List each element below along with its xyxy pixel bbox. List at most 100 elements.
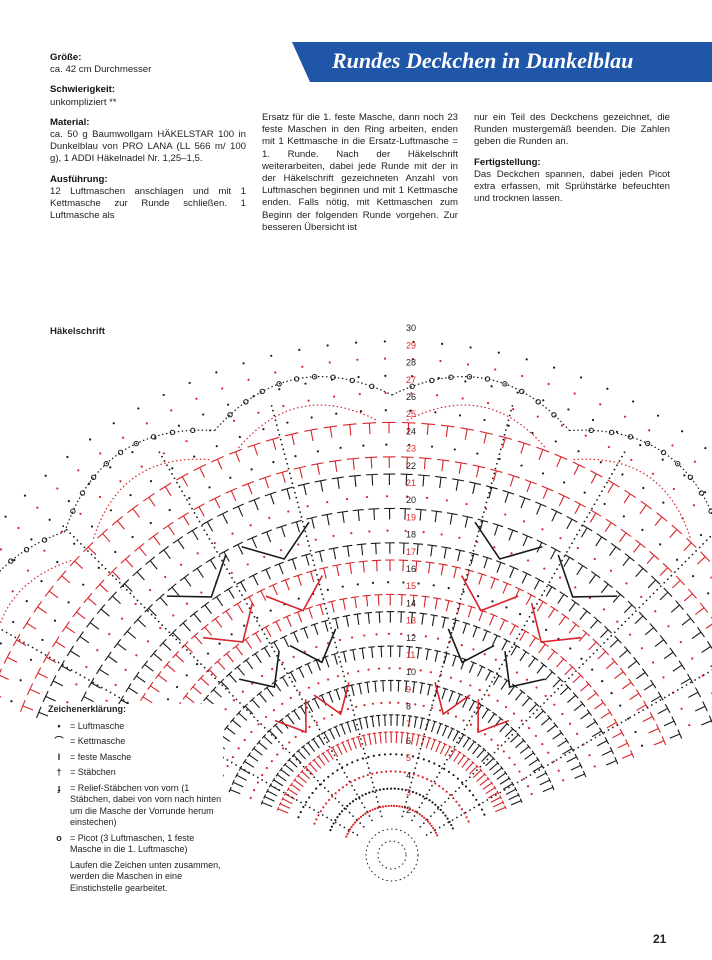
- stitch-mark: [385, 715, 386, 726]
- stitch-mark: [545, 672, 552, 680]
- stitch-mark: [127, 505, 138, 513]
- spoke-dot: [49, 657, 51, 659]
- stitch-mark: [140, 693, 145, 701]
- spoke-dot: [240, 767, 242, 769]
- spoke-dot: [276, 424, 278, 426]
- chain-dot: [688, 724, 690, 726]
- stitch-mark: [421, 736, 424, 747]
- chain-dot: [462, 719, 464, 721]
- chain-dot: [470, 724, 472, 726]
- spoke-dot: [316, 574, 318, 576]
- spoke-dot: [300, 802, 302, 804]
- stitch-mark: [422, 596, 430, 597]
- stitch-mark: [412, 682, 417, 683]
- stitch-mark: [336, 744, 339, 746]
- chain-dot: [352, 824, 354, 826]
- spoke-dot: [426, 793, 428, 795]
- spoke-dot: [286, 672, 288, 674]
- chain-dot: [294, 455, 296, 457]
- stitch-mark: [477, 774, 485, 781]
- stitch-mark: [431, 740, 435, 750]
- spoke-dot: [282, 448, 284, 450]
- stitch-mark: [45, 586, 53, 597]
- spoke-dot: [114, 694, 116, 696]
- chain-dot: [484, 733, 486, 735]
- stitch-mark: [488, 714, 494, 723]
- chain-dot: [304, 383, 306, 385]
- double-crochet-icon: †: [52, 767, 66, 779]
- chain-dot: [464, 380, 466, 382]
- spoke-dot: [497, 458, 499, 460]
- spoke-dot: [425, 729, 427, 731]
- round-number-label: 12: [406, 633, 416, 643]
- chain-dot: [662, 501, 664, 503]
- spoke-dot: [437, 808, 439, 810]
- stitch-mark: [430, 615, 438, 616]
- stitch-mark: [299, 668, 304, 678]
- chain-dot: [401, 788, 403, 790]
- stitch-mark: [676, 601, 684, 610]
- chain-dot: [472, 648, 474, 650]
- spoke-dot: [337, 651, 339, 653]
- chain-dot: [297, 816, 299, 818]
- spoke-dot: [595, 737, 597, 739]
- stitch-mark: [526, 595, 531, 605]
- stitch-mark: [313, 739, 319, 748]
- stitch-mark: [332, 601, 335, 612]
- stitch-mark: [282, 472, 285, 483]
- spoke-dot: [298, 506, 300, 508]
- chain-dot: [446, 818, 448, 820]
- spoke-dot: [281, 444, 283, 446]
- chain-dot: [26, 600, 28, 602]
- spoke-dot: [354, 714, 356, 716]
- chain-dot: [189, 382, 191, 384]
- stitch-mark: [582, 525, 592, 531]
- chain-dot: [232, 756, 234, 758]
- legend: Zeichenerklärung: • = Luftmasche ⌒ = Ket…: [48, 704, 223, 894]
- scallop-arc: [65, 430, 215, 531]
- chain-dot: [372, 703, 374, 705]
- chain-dot: [384, 375, 386, 377]
- spoke-dot: [471, 555, 473, 557]
- stitch-mark: [351, 597, 359, 598]
- stitch-mark: [510, 568, 514, 578]
- stitch-mark: [670, 530, 677, 538]
- stitch-mark: [236, 580, 245, 585]
- spoke-dot: [442, 666, 444, 668]
- stitch-mark: [355, 476, 356, 487]
- spoke-dot: [487, 759, 489, 761]
- spoke-dot: [436, 776, 438, 778]
- chain-dot: [388, 633, 390, 635]
- stitch-mark: [27, 684, 32, 695]
- stitch-mark: [468, 607, 471, 617]
- spoke-dot: [330, 819, 332, 821]
- chain-dot: [475, 799, 477, 801]
- spoke-dot: [171, 473, 173, 475]
- stitch-mark: [357, 718, 361, 719]
- chain-dot: [659, 543, 661, 545]
- spoke-dot: [352, 709, 354, 711]
- spoke-dot: [331, 794, 333, 796]
- round-number-label: 2: [406, 805, 411, 815]
- spoke-dot: [241, 594, 243, 596]
- spoke-dot: [556, 568, 558, 570]
- stitch-mark: [298, 751, 305, 759]
- chain-dot: [372, 582, 374, 584]
- chain-dot: [113, 422, 115, 424]
- stitch-mark: [259, 742, 267, 749]
- spoke-dot: [464, 729, 466, 731]
- page-title: Rundes Deckchen in Dunkelblau: [332, 48, 633, 74]
- spoke-dot: [557, 688, 559, 690]
- spoke-dot: [478, 531, 480, 533]
- stitch-mark: [523, 650, 529, 654]
- stitch-mark: [292, 709, 297, 712]
- spoke-dot: [204, 667, 206, 669]
- stitch-mark: [431, 511, 442, 512]
- chain-dot: [616, 431, 618, 433]
- spoke-dot: [427, 719, 429, 721]
- stitch-mark: [222, 608, 230, 613]
- stitch-mark: [572, 600, 580, 606]
- picot-mark: [24, 548, 28, 552]
- chain-dot: [469, 346, 471, 348]
- chain-dot: [163, 394, 165, 396]
